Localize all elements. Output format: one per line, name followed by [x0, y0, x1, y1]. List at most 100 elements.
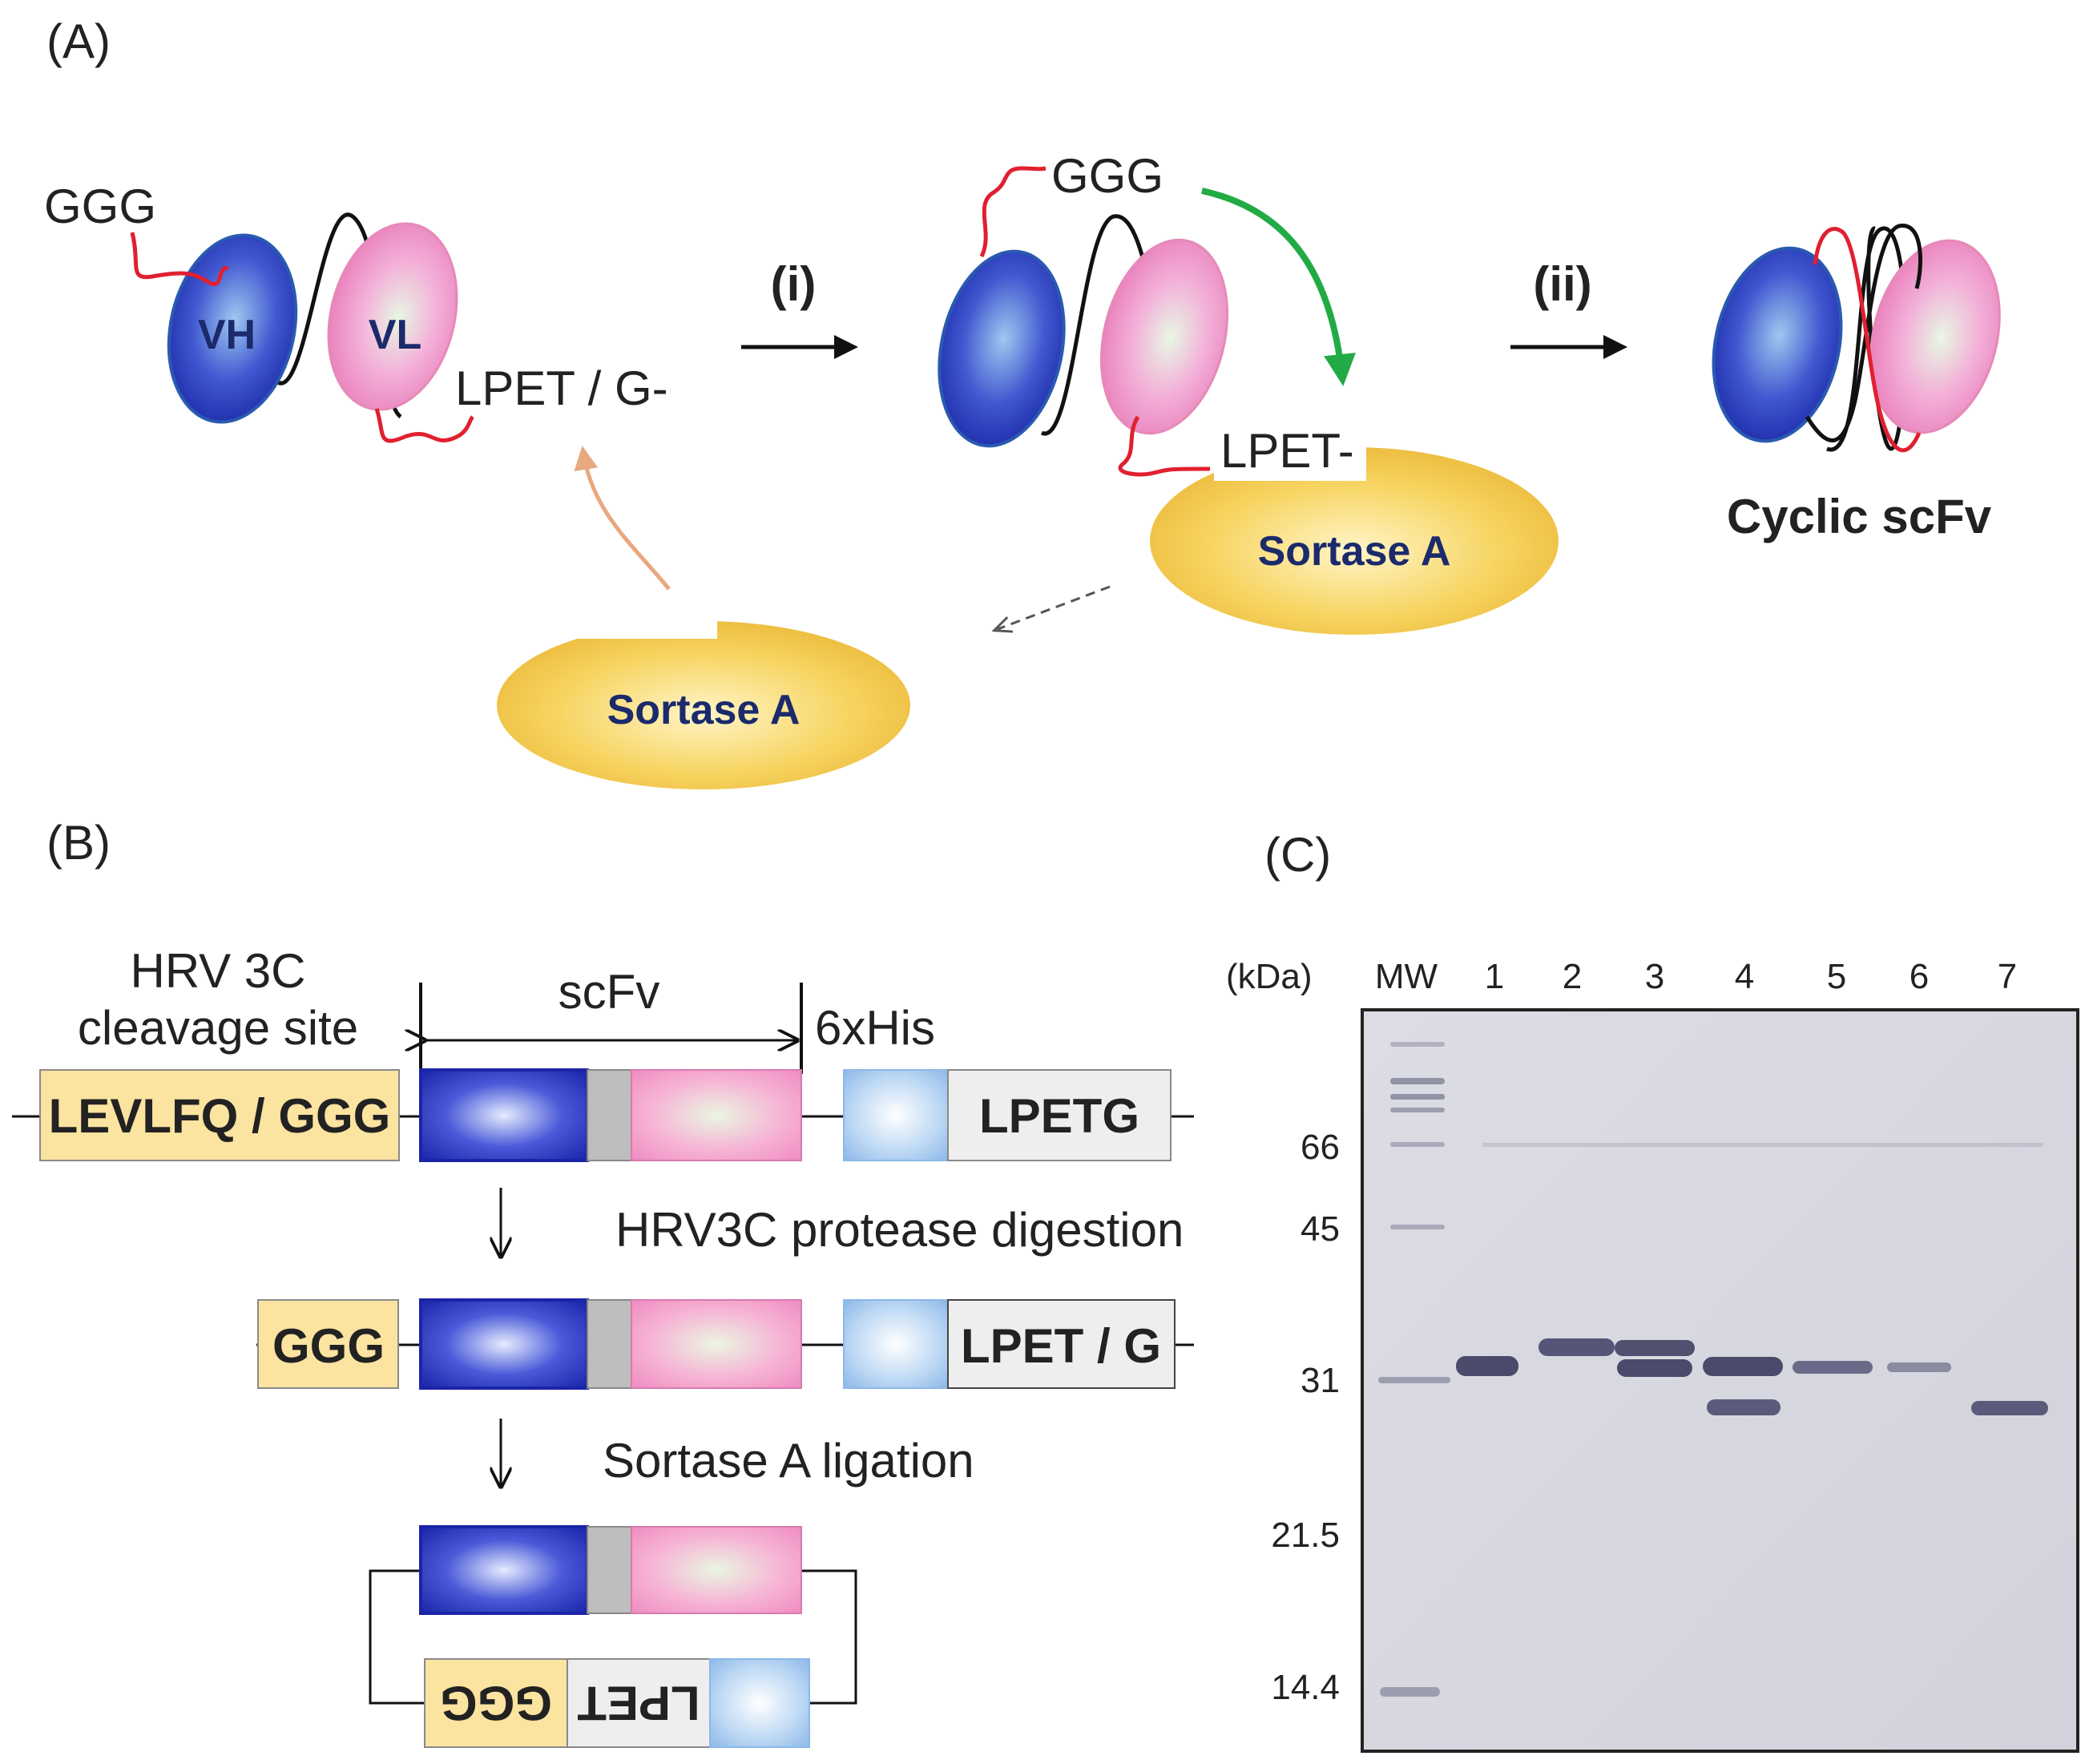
lane4-band-lower	[1707, 1399, 1780, 1415]
row1-linker-box	[587, 1069, 632, 1161]
n-term-linker	[130, 232, 229, 286]
mid-n-linker	[979, 166, 1047, 258]
panel-c-label: (C)	[1264, 828, 1331, 882]
his-tag-label: 6xHis	[815, 1001, 935, 1055]
ladder-band	[1390, 1094, 1445, 1100]
gel-image	[1361, 1008, 2079, 1753]
ladder-band	[1390, 1078, 1445, 1084]
digest-step-label: HRV3C protease digestion	[615, 1203, 1184, 1257]
row1-lpetg-box	[947, 1069, 1172, 1161]
lane2-band	[1539, 1338, 1615, 1356]
sortase-a-bottom	[497, 621, 910, 789]
step-ii-label: (ii)	[1533, 257, 1591, 311]
levlfq-box	[39, 1069, 400, 1161]
sortase-mid-pocket	[1214, 425, 1366, 481]
lane3-band-upper	[1615, 1340, 1695, 1356]
panel-a-label: (A)	[46, 14, 111, 68]
lane-label-4: 4	[1735, 957, 1754, 996]
marker-label-14-4: 14.4	[1271, 1668, 1340, 1707]
ggg-flipped-label: GGG	[440, 1677, 552, 1730]
marker-label-31: 31	[1301, 1361, 1340, 1400]
row3-his-box	[709, 1658, 810, 1748]
lpet-g-box-label: LPET / G	[961, 1319, 1161, 1373]
lpet-g-label: LPET / G-	[455, 361, 668, 415]
lane7-band	[1971, 1401, 2048, 1415]
lane4-band-upper	[1703, 1357, 1783, 1376]
row1-vl-box	[631, 1069, 802, 1161]
cyclic-backbone	[369, 1569, 857, 1705]
row2-lpet-g-box	[947, 1299, 1176, 1389]
sortase-bottom-label: Sortase A	[607, 687, 801, 733]
row2-vh-box	[419, 1298, 589, 1390]
tan-recycle-arrow	[574, 446, 671, 591]
ladder-band	[1390, 1142, 1445, 1147]
lane-label-1: 1	[1485, 957, 1504, 996]
lane-label-6: 6	[1910, 957, 1929, 996]
step-i-label: (i)	[771, 257, 817, 311]
linear-scfv: GGG VH VL LPET / G-	[44, 180, 668, 443]
cyclic-red-loop	[1813, 227, 1922, 453]
panel-b: (B) HRV 3C cleavage site scFv 6xHis LEVL…	[12, 816, 1194, 1748]
c-term-linker	[374, 408, 474, 443]
row3-vh-box	[419, 1525, 589, 1615]
construct-digested: GGG LPET / G	[256, 1298, 1194, 1390]
construct-full: LEVLFQ / GGG LPETG	[12, 1068, 1194, 1162]
row1-vh-box	[419, 1068, 589, 1162]
ggg-box	[257, 1299, 399, 1389]
marker-label-66: 66	[1301, 1128, 1340, 1167]
lane-label-5: 5	[1827, 957, 1846, 996]
mid-vh-domain	[938, 249, 1066, 448]
lpet-mid-label: LPET-	[1220, 424, 1354, 478]
construct-cyclic: GGG LPET	[369, 1525, 857, 1748]
marker-label-21-5: 21.5	[1271, 1516, 1340, 1555]
ggg-mid-label: GGG	[1051, 149, 1163, 203]
hrv-label-line1: HRV 3C	[131, 944, 306, 998]
row2-vl-box	[631, 1299, 802, 1389]
cyclic-vh-domain	[1712, 246, 1843, 443]
ligation-step-label: Sortase A ligation	[603, 1434, 974, 1487]
lane1-band	[1456, 1356, 1518, 1376]
kda-unit-label: (kDa)	[1226, 957, 1313, 996]
sortase-bottom-pocket	[553, 581, 717, 639]
ladder-band	[1390, 1042, 1445, 1047]
sortase-recycle: Sortase A	[497, 446, 1111, 789]
cyclic-scfv: Cyclic scFv	[1712, 224, 2001, 543]
row2-his-box	[843, 1299, 949, 1389]
row2-linker-box	[587, 1299, 632, 1389]
vl-domain	[327, 222, 458, 411]
lpet-flipped-label: LPET	[577, 1677, 700, 1730]
sample-bands	[1456, 1338, 2048, 1415]
row3-linker-box	[587, 1526, 632, 1614]
cyclic-black-loop	[1805, 224, 1922, 442]
ladder-band	[1390, 1108, 1445, 1112]
vl-label: VL	[369, 312, 421, 358]
lane-label-mw: MW	[1375, 957, 1438, 996]
levlfq-label: LEVLFQ / GGG	[49, 1089, 391, 1143]
lane6-band	[1887, 1362, 1951, 1372]
mid-c-linker	[1118, 415, 1211, 477]
ladder-band	[1380, 1687, 1440, 1697]
ladder-band	[1390, 1225, 1445, 1229]
row1-his-box	[843, 1069, 949, 1161]
mid-vl-domain	[1099, 238, 1229, 435]
sortase-intermediate: LPET- Sortase A GGG	[938, 149, 1559, 635]
faint-band	[1482, 1143, 2043, 1147]
row3-vl-box	[631, 1526, 802, 1614]
lpetg-label: LPETG	[979, 1089, 1139, 1143]
marker-label-45: 45	[1301, 1209, 1340, 1249]
marker-labels: 66 45 31 21.5 14.4	[1271, 1128, 1340, 1707]
sortase-mid-label: Sortase A	[1258, 528, 1451, 575]
sortase-a-mid	[1150, 447, 1559, 635]
mw-ladder	[1378, 1042, 1450, 1697]
lane-label-2: 2	[1563, 957, 1582, 996]
panel-a: (A) GGG VH VL LPET / G- (i) LPET- Sort	[44, 14, 2001, 789]
vh-domain	[167, 233, 298, 424]
lane-label-7: 7	[1998, 957, 2017, 996]
faint-background-bands	[1482, 1143, 2043, 1147]
ggg-left-label: GGG	[44, 180, 156, 233]
hrv-label-line2: cleavage site	[78, 1001, 358, 1055]
lane-label-3: 3	[1645, 957, 1664, 996]
ggg-box-label: GGG	[272, 1319, 385, 1373]
green-attack-arrow	[1201, 188, 1356, 386]
